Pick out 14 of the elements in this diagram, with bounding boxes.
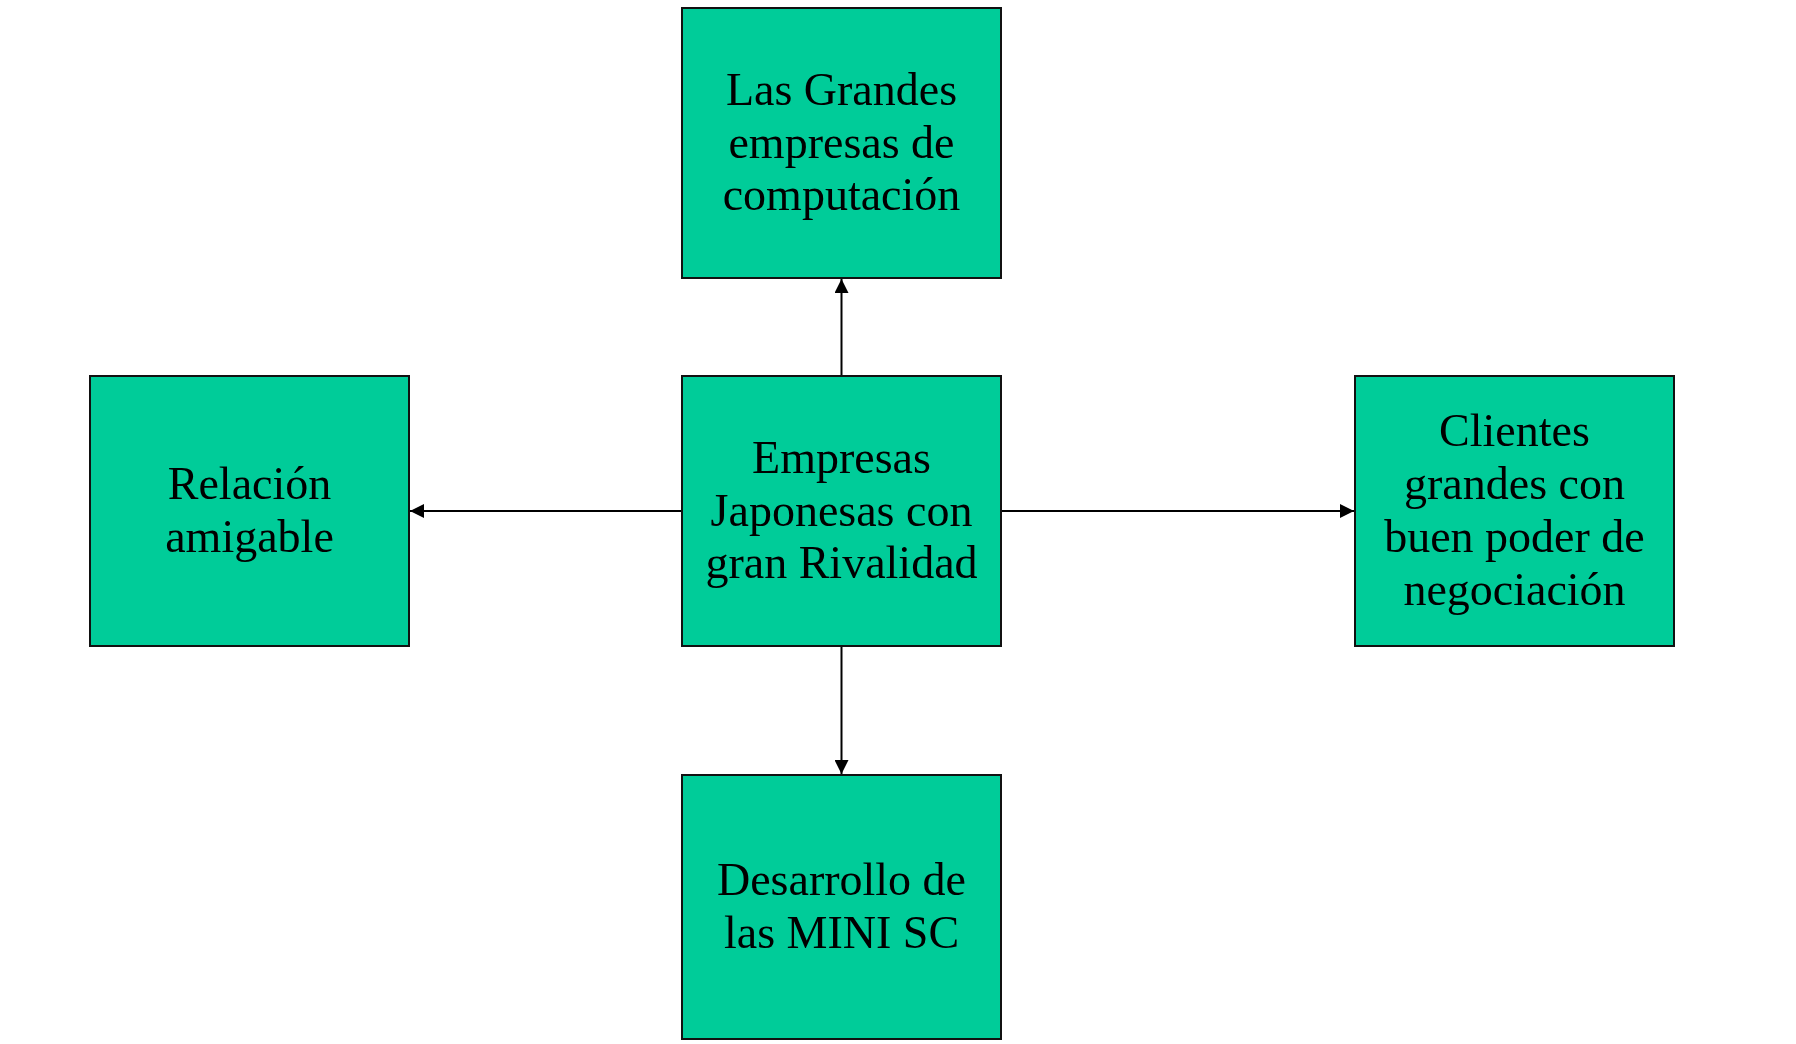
box-label: Las Grandes empresas de computación <box>721 63 962 223</box>
process-box <box>681 7 1002 279</box>
process-box <box>1354 375 1675 647</box>
process-box <box>681 774 1002 1040</box>
box-label: Empresas Japonesas con gran Rivalidad <box>704 431 979 591</box>
process-box <box>89 375 410 647</box>
process-box <box>681 375 1002 647</box>
arrow <box>409 504 682 518</box>
arrow <box>1001 504 1355 518</box>
arrow <box>834 646 849 775</box>
box-label: Desarrollo de las MINI SC <box>715 854 968 960</box>
box-label: Relación amigable <box>164 458 335 564</box>
box-label: Clientes grandes con buen poder de negociación <box>1383 405 1646 617</box>
arrow <box>834 278 849 376</box>
